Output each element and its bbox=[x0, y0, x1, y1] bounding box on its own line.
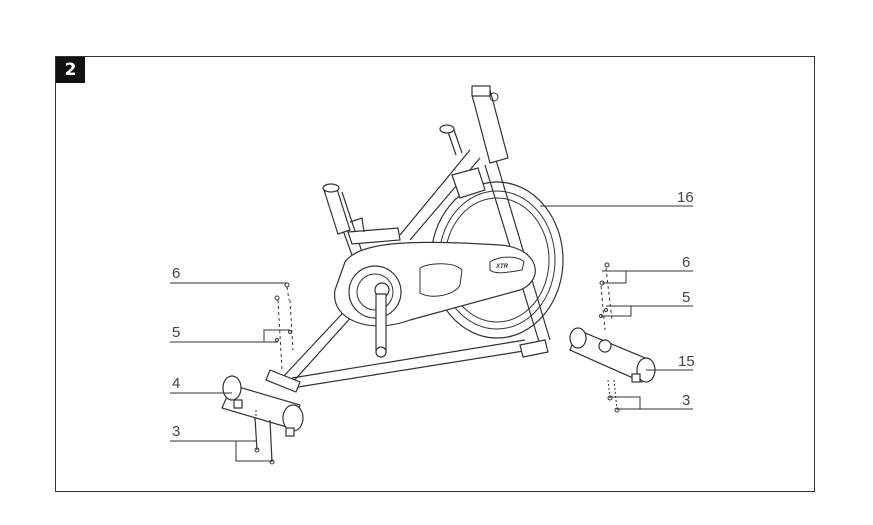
callout-3-left: 3 bbox=[172, 423, 180, 440]
callout-6-left: 6 bbox=[172, 265, 180, 282]
callout-5-right: 5 bbox=[682, 289, 690, 306]
seat-post bbox=[322, 183, 351, 235]
front-stabilizer bbox=[519, 327, 656, 383]
right-hardware bbox=[599, 262, 620, 413]
callout-6-right: 6 bbox=[682, 254, 690, 271]
figure-frame bbox=[55, 56, 815, 492]
rear-stabilizer bbox=[221, 369, 304, 437]
crank-arm bbox=[348, 265, 402, 358]
callout-labels: 6 5 4 3 16 6 5 15 3 bbox=[172, 189, 695, 440]
callout-3-right: 3 bbox=[682, 392, 690, 409]
callout-15-right: 15 bbox=[678, 353, 695, 370]
leader-lines bbox=[170, 205, 693, 462]
callout-5-left: 5 bbox=[172, 324, 180, 341]
step-number-badge: 2 bbox=[56, 57, 85, 83]
callout-4-left: 4 bbox=[172, 375, 180, 392]
handlebar-post bbox=[439, 85, 509, 199]
callout-16-right: 16 bbox=[677, 189, 694, 206]
svg-text:XTR: XTR bbox=[495, 264, 509, 270]
